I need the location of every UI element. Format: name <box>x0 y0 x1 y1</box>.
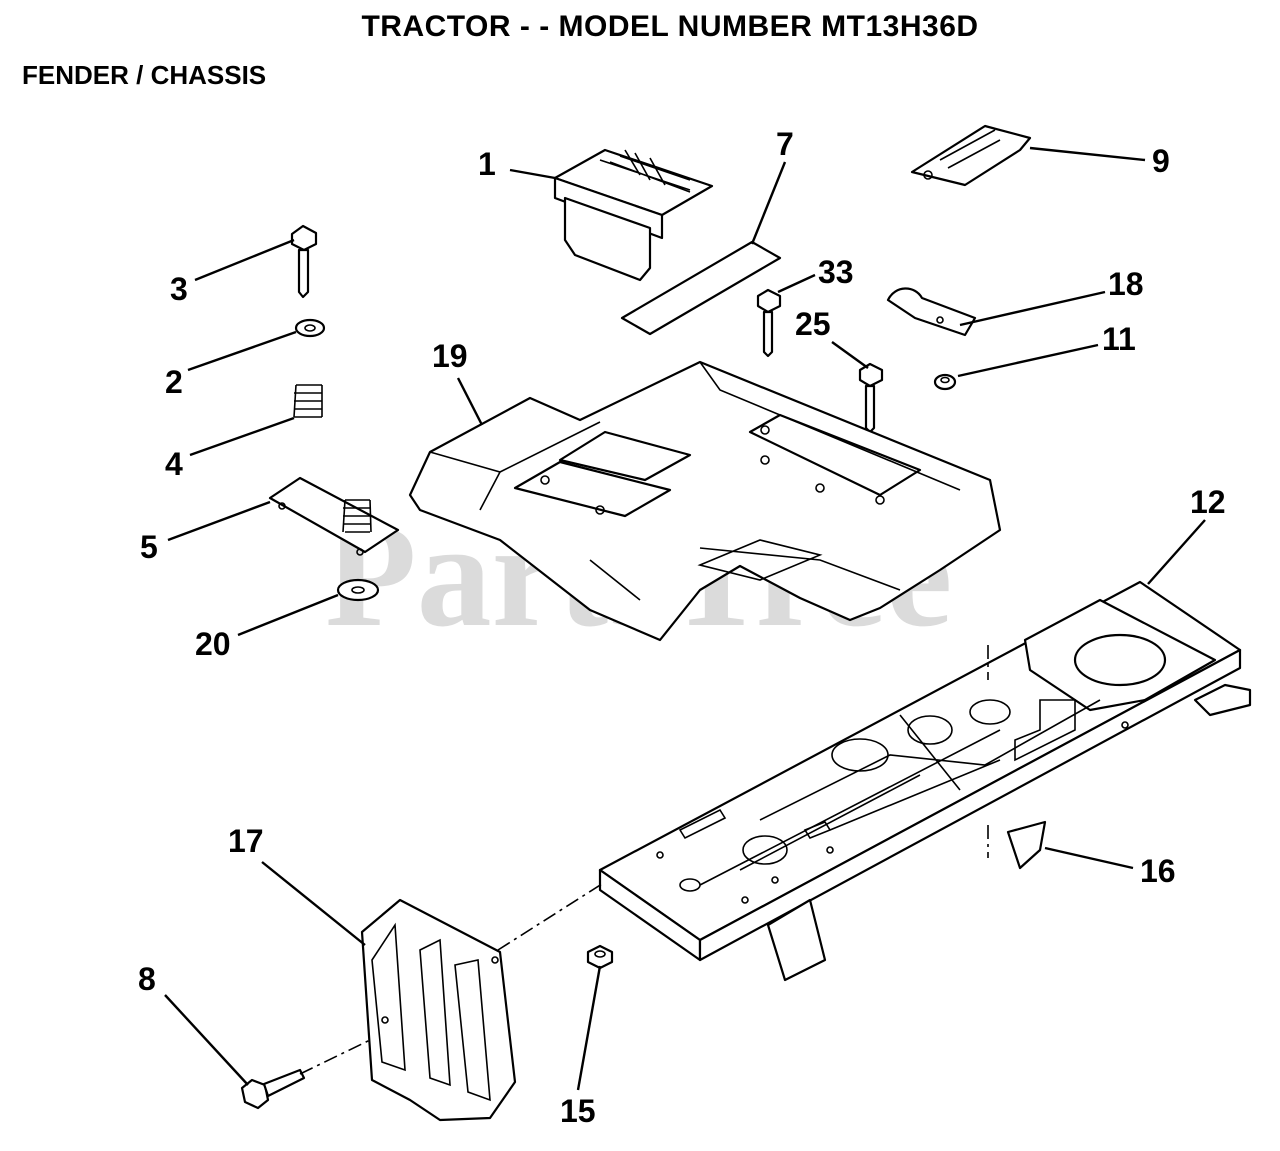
part-25-bolt[interactable] <box>858 362 884 434</box>
callout-25: 25 <box>795 306 831 342</box>
callout-7: 7 <box>776 126 794 162</box>
part-15-nut[interactable] <box>586 944 614 970</box>
callout-15: 15 <box>560 1093 596 1129</box>
callout-2: 2 <box>165 364 183 400</box>
callout-11: 11 <box>1102 321 1136 357</box>
page-title: TRACTOR - - MODEL NUMBER MT13H36D <box>361 10 979 43</box>
part-7-decal[interactable] <box>620 240 782 336</box>
part-9-plate[interactable] <box>910 124 1032 187</box>
callout-19: 19 <box>432 338 468 374</box>
part-33-bolt[interactable] <box>756 288 782 358</box>
part-4-spring[interactable] <box>293 384 323 418</box>
part-18-clip[interactable] <box>886 287 977 337</box>
leader-lines <box>164 146 1206 1091</box>
callout-9: 9 <box>1152 143 1170 179</box>
part-2-washer[interactable] <box>294 318 326 338</box>
callout-5: 5 <box>140 529 158 565</box>
callout-numbers: 1 7 9 18 33 25 11 3 2 4 5 20 19 12 16 15… <box>138 126 1226 1129</box>
callout-20: 20 <box>195 626 231 662</box>
part-20-washer[interactable] <box>336 578 380 602</box>
callout-3: 3 <box>170 271 188 307</box>
assembly-lines <box>299 645 989 1075</box>
part-16-bracket[interactable] <box>1006 820 1047 870</box>
callout-18: 18 <box>1108 266 1144 302</box>
callout-16: 16 <box>1140 853 1176 889</box>
callout-1: 1 <box>478 146 496 182</box>
part-11-nut[interactable] <box>933 373 957 391</box>
part-17-front-plate[interactable] <box>360 898 517 1122</box>
callout-4: 4 <box>165 446 183 482</box>
callout-33: 33 <box>818 254 854 290</box>
part-3-bolt[interactable] <box>290 224 318 299</box>
section-title: FENDER / CHASSIS <box>22 60 267 90</box>
callout-8: 8 <box>138 961 156 997</box>
part-1-battery-box[interactable] <box>553 148 714 282</box>
part-12-chassis-frame[interactable] <box>598 580 1252 982</box>
part-19-fender[interactable] <box>408 360 1002 642</box>
callout-12: 12 <box>1190 484 1226 520</box>
callout-17: 17 <box>228 823 264 859</box>
part-5-spring-plate[interactable] <box>268 476 400 556</box>
part-8-bolt[interactable] <box>240 1068 306 1110</box>
